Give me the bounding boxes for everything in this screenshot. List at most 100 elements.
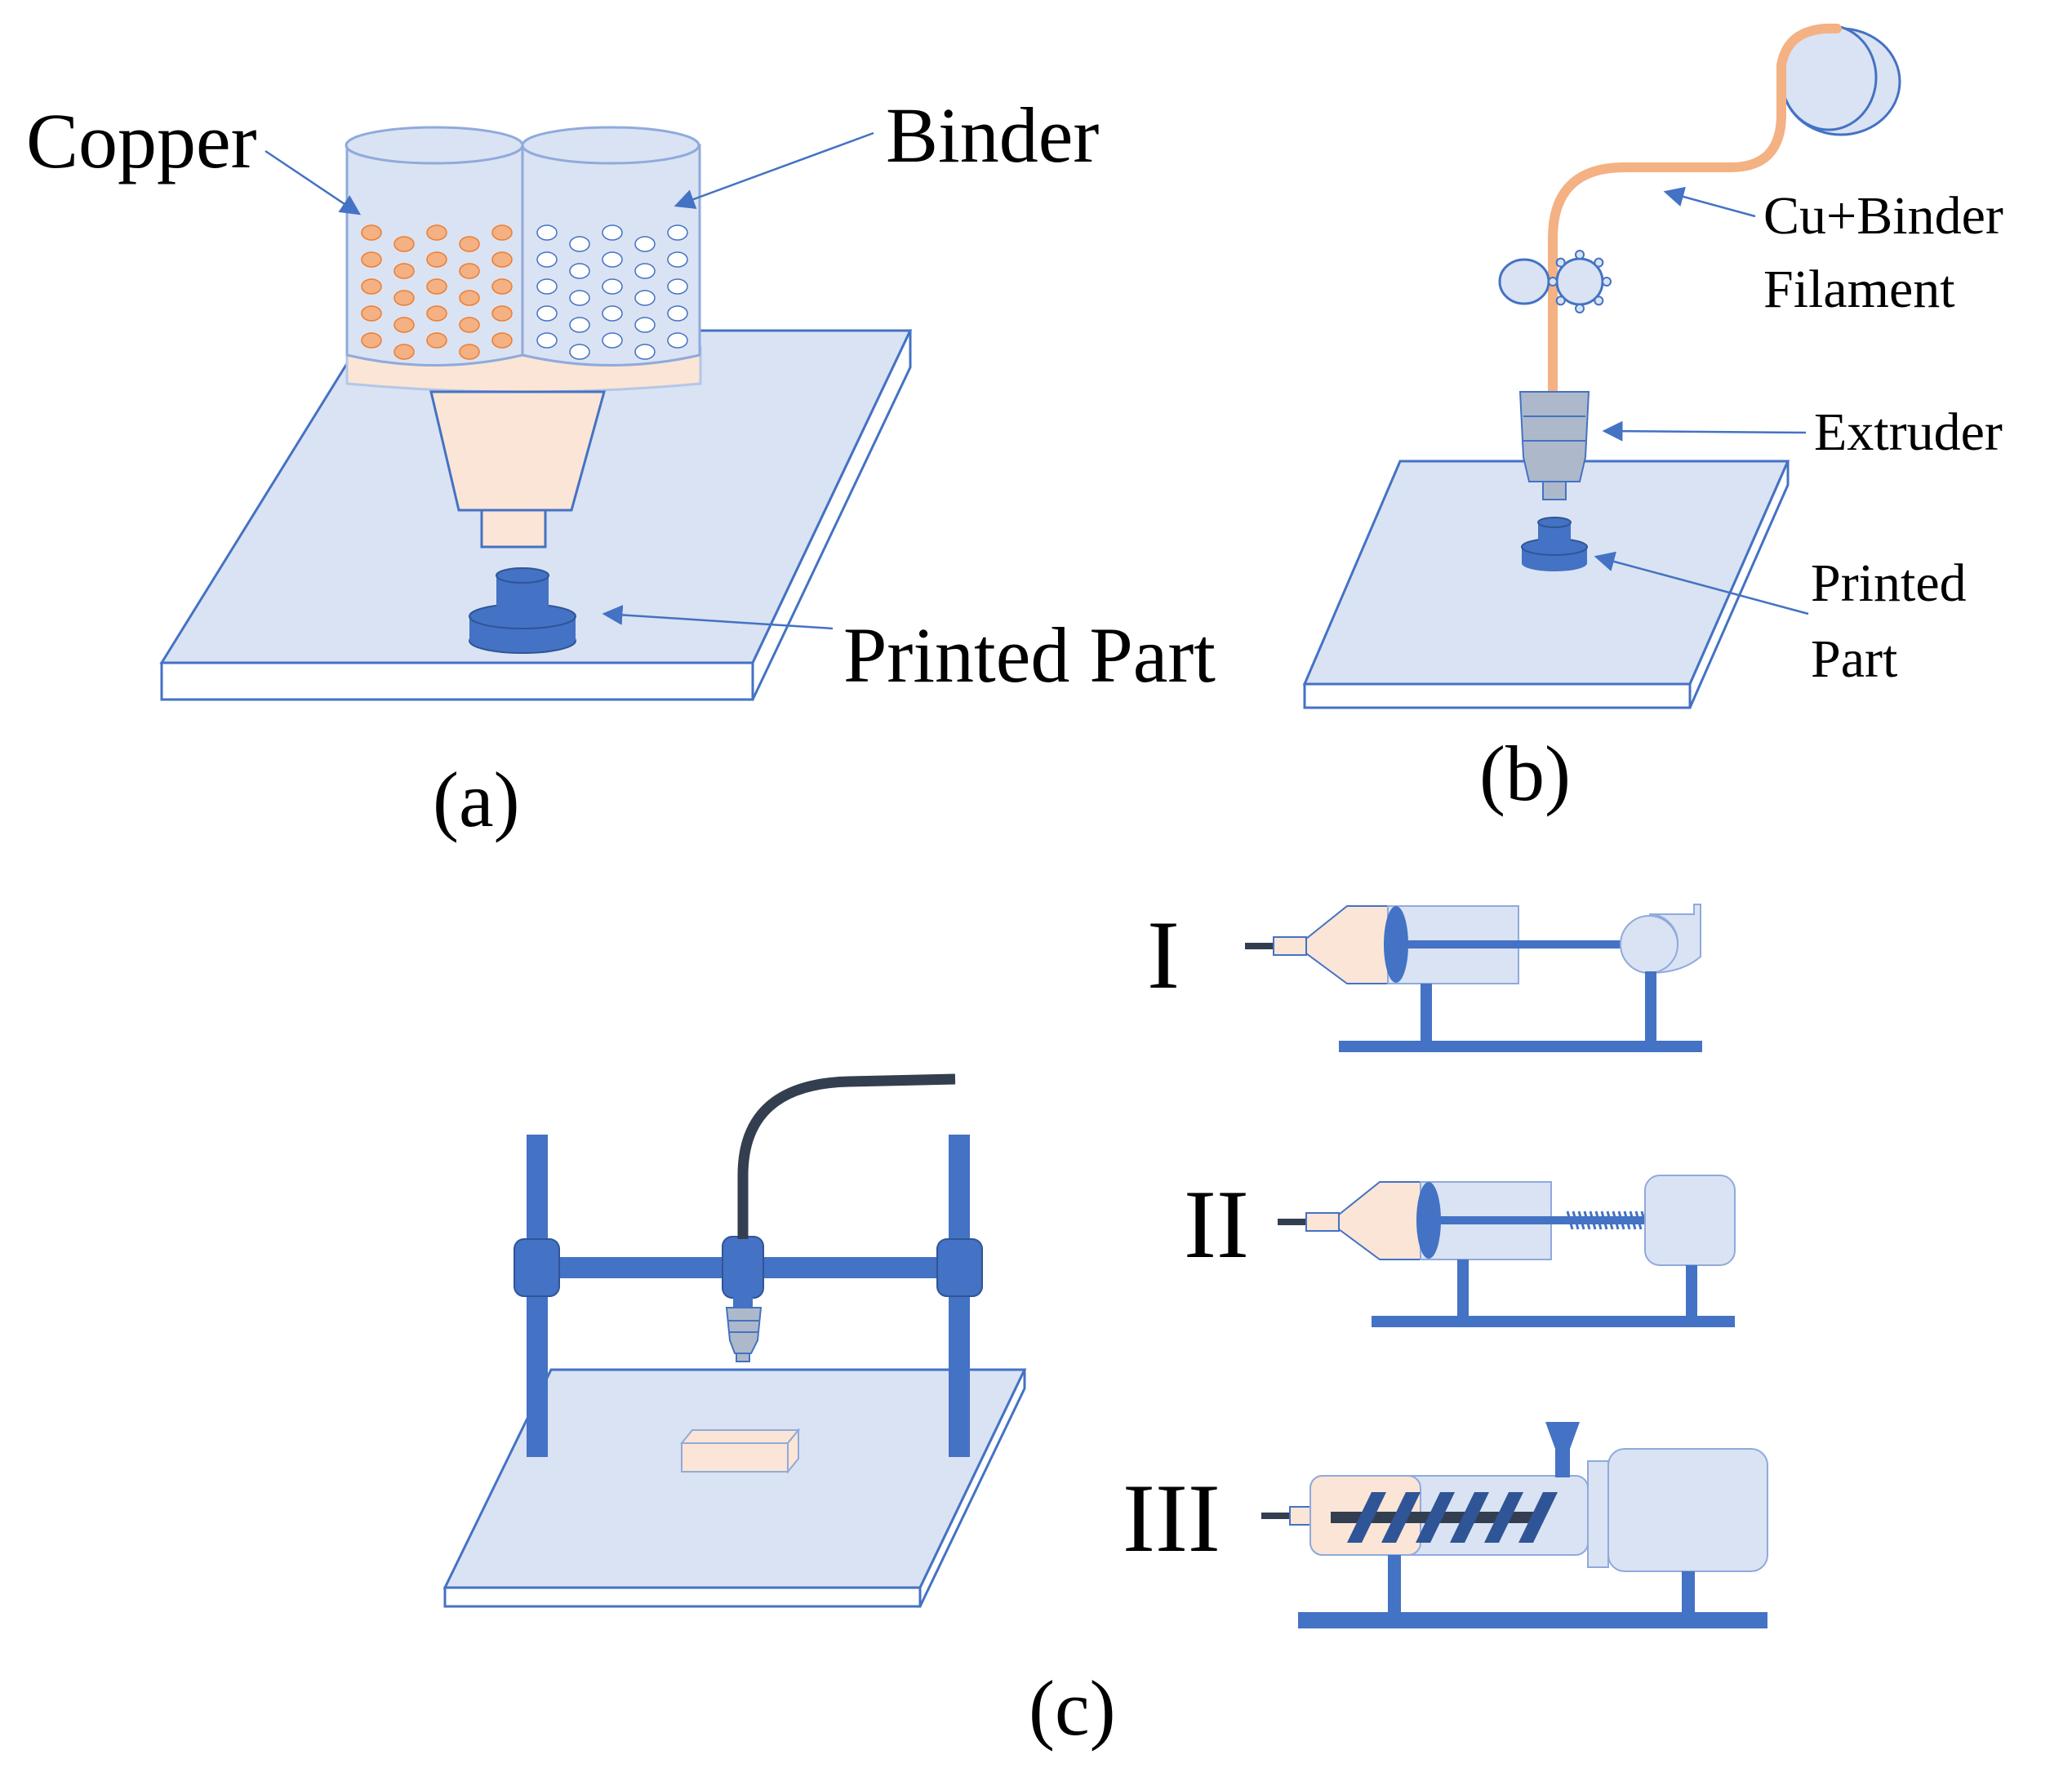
copper-particle xyxy=(394,236,415,252)
binder-particle xyxy=(536,251,558,268)
copper-particle xyxy=(491,278,513,295)
copper-particle xyxy=(426,278,447,295)
binder-label: Binder xyxy=(886,91,1100,179)
binder-cylinder xyxy=(521,126,701,367)
printed-block-c xyxy=(679,1428,801,1474)
binder-particle xyxy=(569,317,590,333)
material-hose xyxy=(737,1073,956,1239)
binder-particle xyxy=(667,305,688,322)
gear-tooth xyxy=(1555,257,1566,268)
panel-b-fdm xyxy=(1302,23,1901,709)
binder-particle xyxy=(667,278,688,295)
air-pump xyxy=(1619,904,1701,975)
gear-tooth xyxy=(1548,277,1558,287)
panel-a-printer xyxy=(159,126,913,701)
copper-cylinder xyxy=(345,126,524,367)
auger-flight xyxy=(1381,1492,1421,1543)
print-nozzle-c xyxy=(725,1307,763,1354)
binder-particle xyxy=(667,224,688,241)
auger-flight xyxy=(1484,1492,1523,1543)
binder-particle xyxy=(634,290,656,306)
gear-tooth xyxy=(1602,277,1612,287)
copper-label: Copper xyxy=(26,97,257,184)
nozzle xyxy=(480,509,547,549)
gear-tooth xyxy=(1555,295,1566,306)
funnel xyxy=(429,390,606,512)
variant-label-III: III xyxy=(1123,1464,1221,1572)
binder-particle xyxy=(536,278,558,295)
copper-particle xyxy=(491,305,513,322)
copper-particle xyxy=(394,263,415,279)
lead-screw xyxy=(1567,1216,1645,1224)
binder-particle xyxy=(634,317,656,333)
binder-particle xyxy=(536,332,558,349)
copper-particle xyxy=(426,305,447,322)
motor-III xyxy=(1607,1448,1768,1572)
binder-particle xyxy=(569,236,590,252)
binder-particle xyxy=(536,224,558,241)
binder-particle xyxy=(667,251,688,268)
copper-particle xyxy=(361,278,382,295)
binder-particle xyxy=(602,224,623,241)
extruder-variant-III xyxy=(1261,1422,1768,1628)
panel-c-gantry xyxy=(442,1073,1027,1608)
binder-particle xyxy=(602,278,623,295)
binder-particle xyxy=(536,305,558,322)
auger-flight xyxy=(1416,1492,1455,1543)
extruder-b xyxy=(1518,391,1590,500)
filament-label-line1: Cu+Binder xyxy=(1763,186,2003,246)
copper-particle xyxy=(394,290,415,306)
filament xyxy=(1548,23,1842,397)
copper-particle xyxy=(361,305,382,322)
gear-tooth xyxy=(1575,304,1585,313)
copper-particle xyxy=(394,344,415,360)
printed-part-label-b-line2: Part xyxy=(1811,629,1898,689)
build-plate-side xyxy=(751,330,912,700)
copper-particle xyxy=(426,332,447,349)
variant-label-II: II xyxy=(1184,1170,1249,1278)
copper-particle xyxy=(361,332,382,349)
printed-part-label-a: Printed Part xyxy=(843,611,1216,699)
auger-flight xyxy=(1518,1492,1558,1543)
gear-tooth xyxy=(1594,295,1604,306)
binder-particle xyxy=(569,290,590,306)
binder-particle xyxy=(569,344,590,360)
gear-tooth xyxy=(1575,250,1585,260)
drive-gear xyxy=(1548,250,1612,313)
binder-particle xyxy=(569,263,590,279)
binder-particle xyxy=(634,263,656,279)
copper-particle xyxy=(491,251,513,268)
copper-particle xyxy=(491,332,513,349)
binder-particle xyxy=(602,251,623,268)
printed-part-b xyxy=(1521,517,1588,571)
auger-flight xyxy=(1450,1492,1489,1543)
binder-particle xyxy=(602,305,623,322)
copper-particle xyxy=(361,251,382,268)
variant-label-I: I xyxy=(1147,900,1180,1009)
printed-part-label-b-line1: Printed xyxy=(1811,553,1967,613)
copper-particle xyxy=(491,224,513,241)
copper-particle xyxy=(426,224,447,241)
copper-particle xyxy=(459,236,480,252)
copper-particle xyxy=(394,317,415,333)
extruder-variant-II xyxy=(1278,1175,1736,1327)
copper-particle xyxy=(459,290,480,306)
filament-label-line2: Filament xyxy=(1763,260,1955,319)
extruder-label: Extruder xyxy=(1814,402,2003,462)
binder-particle xyxy=(602,332,623,349)
gear-tooth xyxy=(1594,257,1604,268)
copper-particle xyxy=(459,344,480,360)
caption-b: (b) xyxy=(1479,730,1571,817)
auger-flight xyxy=(1347,1492,1386,1543)
extruder-variant-I xyxy=(1245,904,1702,1052)
copper-particle xyxy=(459,263,480,279)
binder-particle xyxy=(634,344,656,360)
caption-a: (a) xyxy=(433,756,520,843)
motor-II xyxy=(1644,1175,1736,1266)
copper-particle xyxy=(426,251,447,268)
copper-particle xyxy=(361,224,382,241)
copper-particle xyxy=(459,317,480,333)
idler-roller xyxy=(1498,258,1550,305)
